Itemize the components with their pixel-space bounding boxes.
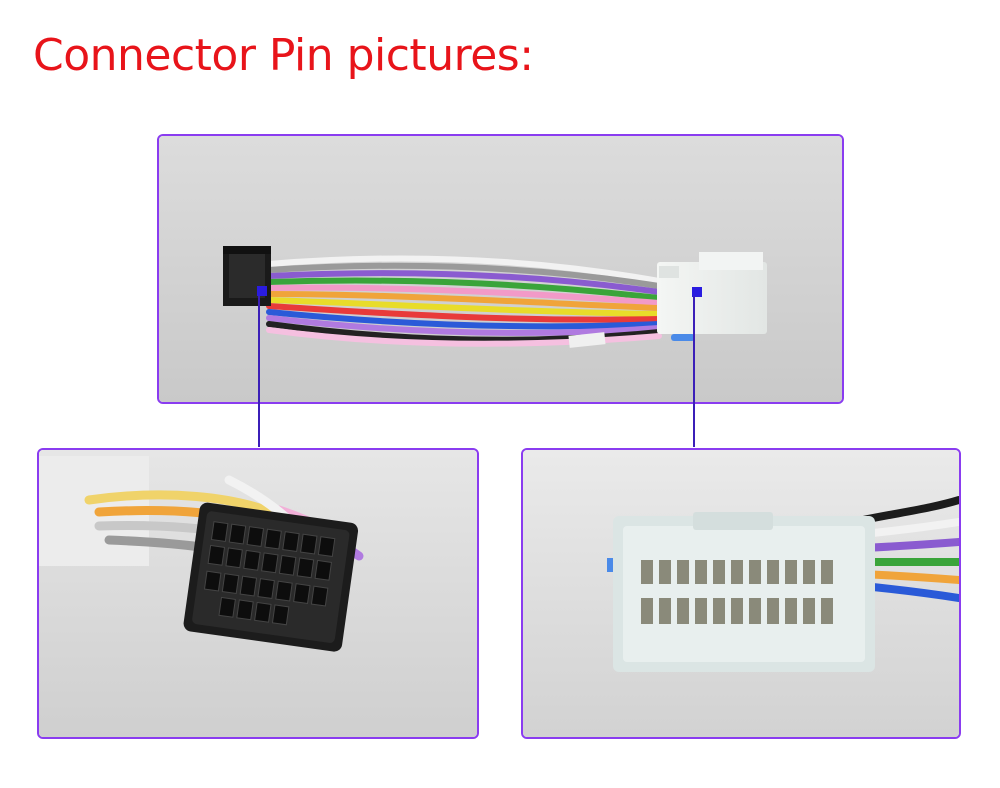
harness-photo-panel (157, 134, 844, 404)
page-title: Connector Pin pictures: (33, 30, 534, 81)
black-connector-closeup-photo (39, 450, 477, 737)
black-connector-closeup-panel (37, 448, 479, 739)
white-connector-closeup-panel (521, 448, 961, 739)
left-connector-marker (257, 286, 267, 296)
harness-photo (159, 136, 842, 402)
right-connector-marker (692, 287, 702, 297)
white-connector-closeup-photo (523, 450, 959, 737)
